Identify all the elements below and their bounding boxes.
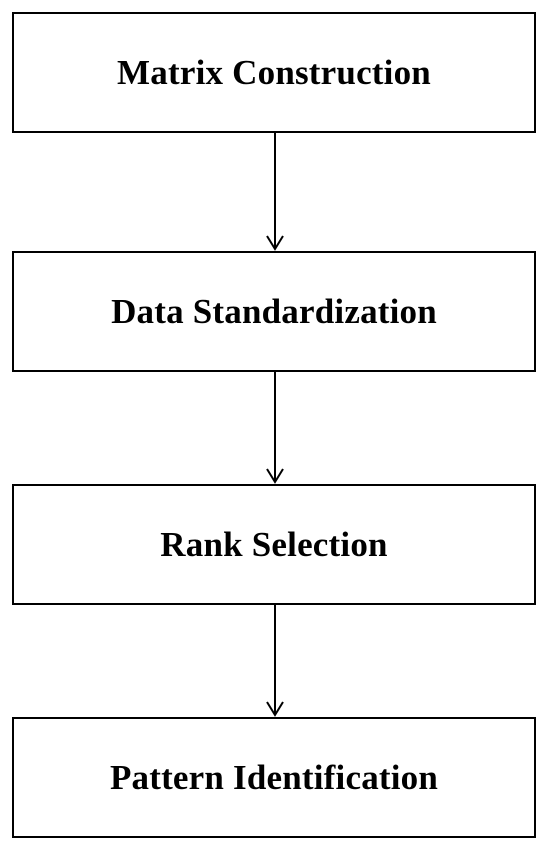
arrow-2 [266,372,284,484]
arrow-2-head [266,468,284,484]
step-box-rank-selection: Rank Selection [12,484,536,605]
step-label-rank-selection: Rank Selection [160,524,388,564]
arrow-3 [266,605,284,717]
step-label-pattern-identification: Pattern Identification [109,757,439,797]
step-box-pattern-identification: Pattern Identification [12,717,536,838]
arrow-3-head [266,701,284,717]
arrow-1 [266,133,284,251]
step-label-data-standardization: Data Standardization [111,291,437,331]
step-box-matrix-construction: Matrix Construction [12,12,536,133]
step-box-data-standardization: Data Standardization [12,251,536,372]
step-label-matrix-construction: Matrix Construction [117,52,431,92]
arrow-1-head [266,235,284,251]
